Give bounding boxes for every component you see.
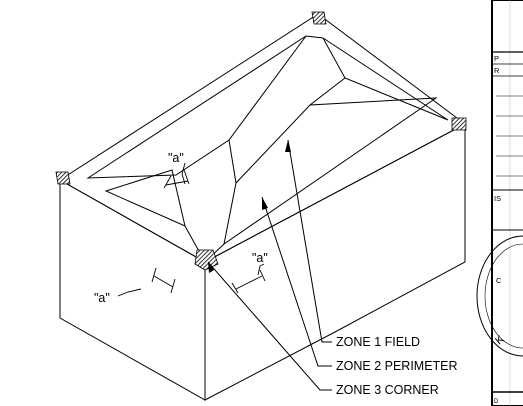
title-row-is: IS: [494, 194, 501, 203]
corner-zones: [55, 11, 467, 271]
corner-zone-right: [451, 117, 467, 131]
stamp-letter-k: K: [493, 333, 507, 347]
title-block: [476, 0, 523, 406]
roof-surface: [59, 13, 466, 263]
roof-panel-back: [86, 35, 307, 179]
zone-3-label: ZONE 3 CORNER: [336, 383, 439, 397]
roof-panel-right: [322, 37, 449, 121]
dimension-label-left: "a": [94, 291, 110, 305]
corner-zone-left: [55, 171, 71, 185]
left-wall-face: [59, 179, 206, 401]
title-row-r: R: [494, 66, 500, 75]
leader-perimeter: [261, 196, 332, 367]
zone-2-label: ZONE 2 PERIMETER: [336, 359, 458, 373]
zone-1-label: ZONE 1 FIELD: [336, 335, 420, 349]
leader-field: [287, 139, 332, 343]
dimension-label-right: "a": [252, 251, 268, 265]
engineer-stamp: [476, 235, 523, 357]
title-row-d: D: [494, 399, 499, 405]
stamp-letter-c: C: [496, 276, 502, 285]
roof-panel-left: [104, 169, 186, 227]
dimension-marks: [117, 162, 266, 297]
roof-panel-field: [223, 97, 438, 246]
corner-zone-back: [311, 11, 327, 25]
roof-zone-lines: [86, 35, 449, 263]
dimension-label-upper: "a": [168, 151, 184, 165]
leader-lines: [207, 139, 332, 391]
title-row-p: P: [494, 54, 499, 63]
leader-corner: [207, 261, 332, 391]
leader-arrowheads: [208, 140, 291, 273]
